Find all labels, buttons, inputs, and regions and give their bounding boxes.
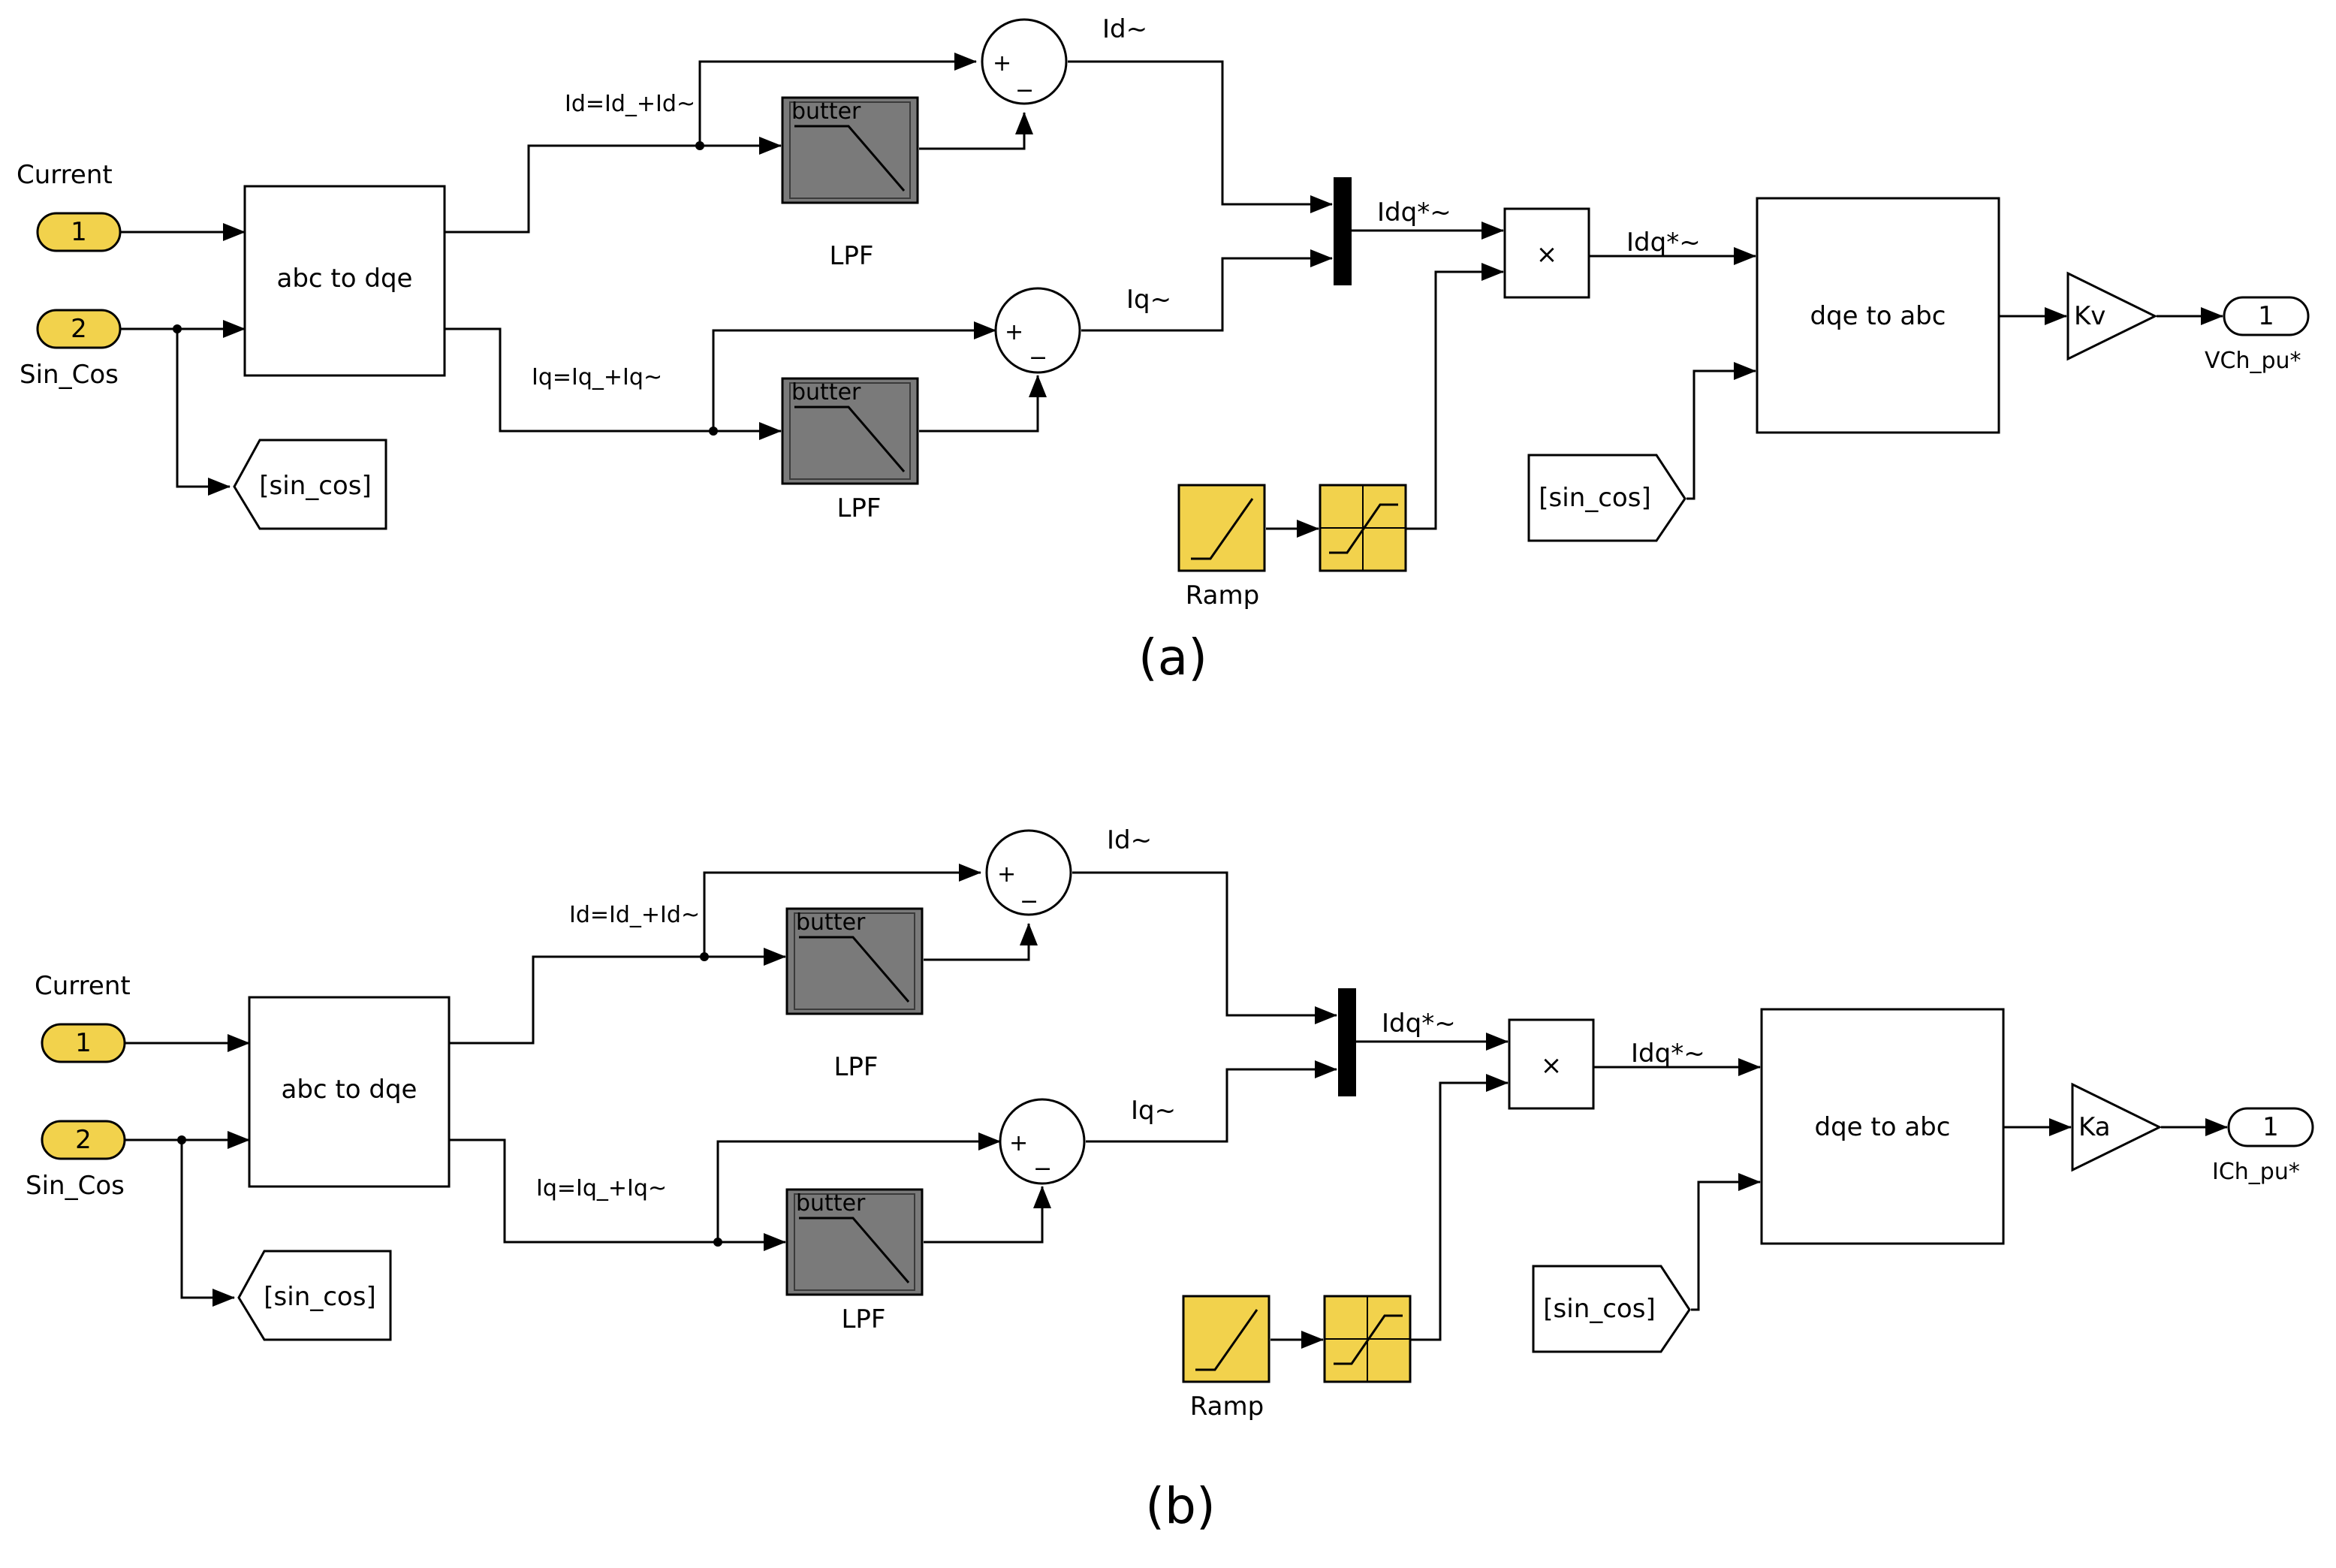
inport-sin-cos[interactable]: 2 <box>36 309 122 349</box>
filter-title: butter <box>796 909 866 936</box>
sum-top-block[interactable]: + − <box>985 829 1072 916</box>
goto-tag: [sin_cos] <box>264 1282 375 1312</box>
diagram-a: 1 Current 2 Sin_Cos [sin_cos] abc to dqe… <box>17 14 2310 686</box>
inport-number: 2 <box>75 1125 92 1155</box>
sum-bottom-block[interactable]: + − <box>999 1098 1086 1185</box>
caption: (b) <box>1145 1477 1215 1535</box>
goto-block[interactable]: [sin_cos] <box>237 1250 392 1341</box>
dqe-to-abc-block[interactable]: dqe to abc <box>1760 1008 2005 1245</box>
id-tilde-label: Id~ <box>1107 825 1152 855</box>
sum-plus: + <box>1009 1130 1028 1156</box>
inport-label: Sin_Cos <box>20 360 119 390</box>
gain-label: Kv <box>2074 301 2105 331</box>
inport-number: 1 <box>71 217 87 247</box>
outport-number: 1 <box>2258 301 2274 331</box>
outport-label: VCh_pu* <box>2205 348 2301 374</box>
id-tilde-label: Id~ <box>1102 14 1147 44</box>
saturation-block[interactable] <box>1319 484 1407 572</box>
sum-top-block[interactable]: + − <box>981 18 1068 105</box>
signal-wires <box>125 864 2228 1349</box>
iq-tilde-label: Iq~ <box>1131 1096 1176 1126</box>
sum-minus: − <box>1029 345 1047 371</box>
ramp-block[interactable] <box>1182 1295 1270 1383</box>
sum-minus: − <box>1015 77 1034 104</box>
ramp-label: Ramp <box>1186 580 1259 611</box>
junction-dot <box>695 141 704 150</box>
sum-plus: + <box>993 50 1011 77</box>
inport-label: Sin_Cos <box>26 1171 125 1201</box>
product-block[interactable]: × <box>1508 1018 1595 1110</box>
id-signal-label: Id=Id_+Id~ <box>569 902 700 928</box>
filter-title: butter <box>796 1190 866 1217</box>
inport-label: Current <box>17 160 113 190</box>
junction-dot <box>173 324 182 333</box>
lpf-label: LPF <box>829 241 873 271</box>
sum-minus: − <box>1033 1156 1052 1182</box>
lpf-top-block[interactable]: butter <box>785 907 924 1015</box>
filter-title: butter <box>791 379 861 406</box>
saturation-block[interactable] <box>1323 1295 1412 1383</box>
filter-title: butter <box>791 98 861 125</box>
from-block[interactable]: [sin_cos] <box>1527 454 1686 542</box>
inport-number: 1 <box>75 1028 92 1058</box>
junction-dot <box>177 1135 186 1144</box>
mux-block[interactable] <box>1334 177 1352 285</box>
gain-block[interactable]: Ka <box>2071 1082 2163 1172</box>
id-signal-label: Id=Id_+Id~ <box>565 91 695 117</box>
mux-out-label: Idq*~ <box>1377 198 1451 228</box>
outport-number: 1 <box>2262 1112 2279 1142</box>
inport-current[interactable]: 1 <box>36 212 122 252</box>
mux-out-label: Idq*~ <box>1382 1009 1456 1039</box>
product-symbol: × <box>1536 240 1558 270</box>
inport-sin-cos[interactable]: 2 <box>41 1120 126 1160</box>
block-label: abc to dqe <box>277 264 413 294</box>
inport-current[interactable]: 1 <box>41 1023 126 1063</box>
sum-plus: + <box>1005 319 1023 345</box>
outport[interactable]: 1 <box>2223 296 2310 336</box>
gain-label: Ka <box>2078 1112 2111 1142</box>
outport-label: ICh_pu* <box>2212 1159 2300 1185</box>
product-block[interactable]: × <box>1503 207 1590 299</box>
goto-block[interactable]: [sin_cos] <box>233 439 387 530</box>
sum-minus: − <box>1020 888 1038 915</box>
sum-bottom-block[interactable]: + − <box>994 287 1081 374</box>
block-label: abc to dqe <box>282 1075 417 1105</box>
ramp-block[interactable] <box>1177 484 1266 572</box>
from-tag: [sin_cos] <box>1539 483 1650 513</box>
ramp-label: Ramp <box>1190 1392 1264 1422</box>
product-symbol: × <box>1541 1051 1563 1081</box>
block-label: dqe to abc <box>1815 1112 1951 1142</box>
lpf-label: LPF <box>836 493 881 523</box>
outport[interactable]: 1 <box>2227 1107 2314 1147</box>
dqe-to-abc-block[interactable]: dqe to abc <box>1756 197 2000 434</box>
abc-to-dqe-block[interactable]: abc to dqe <box>243 185 446 377</box>
caption: (a) <box>1138 629 1207 686</box>
block-label: dqe to abc <box>1810 301 1946 331</box>
iq-tilde-label: Iq~ <box>1126 285 1171 315</box>
abc-to-dqe-block[interactable]: abc to dqe <box>248 996 451 1188</box>
lpf-label: LPF <box>841 1304 885 1334</box>
product-out-label: Idq*~ <box>1626 228 1701 258</box>
lpf-label: LPF <box>833 1052 878 1082</box>
inport-label: Current <box>35 971 131 1001</box>
junction-dot <box>713 1238 722 1247</box>
signal-wires <box>120 53 2223 538</box>
gain-block[interactable]: Kv <box>2066 271 2158 361</box>
diagram-b: 1 Current 2 Sin_Cos [sin_cos] abc to dqe… <box>26 825 2314 1535</box>
mux-block[interactable] <box>1338 988 1356 1096</box>
goto-tag: [sin_cos] <box>259 471 371 501</box>
junction-dot <box>709 427 718 436</box>
from-tag: [sin_cos] <box>1543 1294 1655 1324</box>
from-block[interactable]: [sin_cos] <box>1532 1265 1691 1353</box>
lpf-top-block[interactable]: butter <box>781 96 919 204</box>
lpf-bottom-block[interactable]: butter <box>785 1188 924 1296</box>
lpf-bottom-block[interactable]: butter <box>781 377 919 485</box>
iq-signal-label: Iq=Iq_+Iq~ <box>532 364 662 390</box>
inport-number: 2 <box>71 314 87 344</box>
sum-plus: + <box>997 861 1016 888</box>
junction-dot <box>700 952 709 961</box>
product-out-label: Idq*~ <box>1631 1039 1705 1069</box>
iq-signal-label: Iq=Iq_+Iq~ <box>536 1175 667 1202</box>
